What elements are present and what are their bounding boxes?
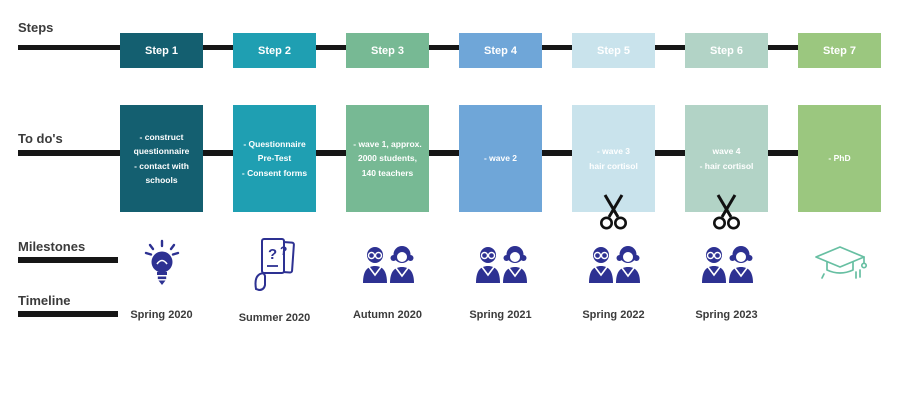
milestones-underline xyxy=(18,257,118,263)
timeline-date: Autumn 2020 xyxy=(352,309,423,321)
timeline-date: Spring 2020 xyxy=(130,309,193,321)
graduation-cap-icon xyxy=(798,236,881,292)
questionnaire-icon: ? ? xyxy=(233,236,316,292)
svg-text:?: ? xyxy=(268,246,277,263)
todos-connector-line xyxy=(18,150,881,156)
students-icon xyxy=(685,236,768,292)
step-2-box: Step 2 xyxy=(233,33,316,68)
todo-box-step-3: - wave 1, approx. 2000 students, 140 tea… xyxy=(346,105,429,212)
todo-box-step-4: - wave 2 xyxy=(459,105,542,212)
steps-row-label: Steps xyxy=(18,20,54,35)
steps-connector-line xyxy=(18,45,881,50)
timeline-underline xyxy=(18,311,118,317)
lightbulb-icon xyxy=(120,236,203,292)
step-1-box: Step 1 xyxy=(120,33,203,68)
todos-row-label: To do's xyxy=(18,131,63,146)
timeline-row-label: Timeline xyxy=(18,293,71,308)
scissors-icon xyxy=(685,193,768,231)
step-4-box: Step 4 xyxy=(459,33,542,68)
todo-box-step-2: - Questionnaire Pre-Test - Consent forms xyxy=(233,105,316,212)
step-5-box: Step 5 xyxy=(572,33,655,68)
timeline-date: Spring 2023 xyxy=(695,309,758,321)
students-icon xyxy=(459,236,542,292)
scissors-icon xyxy=(572,193,655,231)
step-3-box: Step 3 xyxy=(346,33,429,68)
timeline-date: Spring 2021 xyxy=(469,309,532,321)
students-icon xyxy=(572,236,655,292)
todo-box-step-6: wave 4 - hair cortisol xyxy=(685,105,768,212)
step-7-box: Step 7 xyxy=(798,33,881,68)
milestones-row-label: Milestones xyxy=(18,239,86,254)
todo-box-step-5: - wave 3 hair cortisol xyxy=(572,105,655,212)
timeline-date: Summer 2020 xyxy=(238,312,311,324)
svg-text:?: ? xyxy=(280,244,287,258)
step-6-box: Step 6 xyxy=(685,33,768,68)
todo-box-step-1: - construct questionnaire - contact with… xyxy=(120,105,203,212)
timeline-date: Spring 2022 xyxy=(582,309,645,321)
todo-box-step-7: - PhD xyxy=(798,105,881,212)
students-icon xyxy=(346,236,429,292)
